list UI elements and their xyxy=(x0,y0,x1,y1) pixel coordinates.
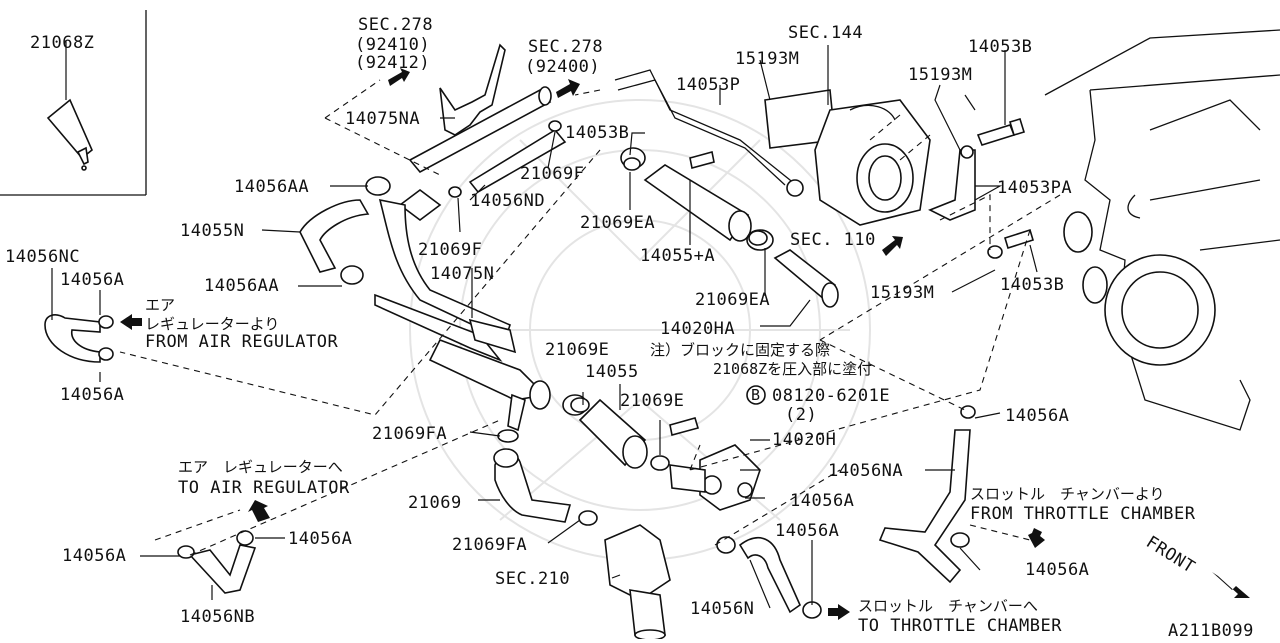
bolt-marker-circle xyxy=(746,385,766,405)
to-air-en: TO AIR REGULATOR xyxy=(178,478,350,498)
pipe-14053P xyxy=(614,69,804,197)
engine-block xyxy=(1044,29,1280,431)
arrow-to-throttle xyxy=(828,604,850,620)
from-throttle-jp: スロットル チャンバーより xyxy=(970,485,1165,503)
label-21069FA-1: 21069FA xyxy=(372,424,447,444)
label-14075N: 14075N xyxy=(430,264,494,284)
label-14056A-8: 14056A xyxy=(288,529,352,549)
arrows xyxy=(120,68,1250,620)
label-14020H: 14020H xyxy=(772,430,836,450)
label-14056A-1: 14056A xyxy=(60,270,124,290)
label-14056NA: 14056NA xyxy=(828,461,903,481)
label-bolt-code: 08120-6201E xyxy=(772,386,890,406)
front-label: FRONT xyxy=(1142,532,1198,577)
label-sec278-a-sub2: (92412) xyxy=(355,53,430,73)
label-14056N: 14056N xyxy=(690,599,754,619)
hose-14055N xyxy=(299,176,391,285)
label-14056NB: 14056NB xyxy=(180,607,255,627)
label-14053PA: 14053PA xyxy=(997,178,1072,198)
throttle-body xyxy=(764,89,931,226)
pipe-14075N xyxy=(374,189,551,432)
label-21068Z: 21068Z xyxy=(30,33,94,53)
label-sec278-a-sub1: (92410) xyxy=(355,35,430,55)
block-note-1: 注）ブロックに固定する際 xyxy=(650,341,830,359)
label-21069E-2: 21069E xyxy=(620,391,684,411)
arrow-sec278b xyxy=(556,79,580,98)
from-air-jp-1: エア xyxy=(145,296,175,314)
arrow-sec278a xyxy=(388,68,410,86)
label-15193M-3: 15193M xyxy=(870,283,934,303)
label-15193M-2: 15193M xyxy=(908,65,972,85)
label-sec278-b-sub: (92400) xyxy=(525,57,600,77)
leader-lines xyxy=(51,40,1038,609)
label-14056AA-1: 14056AA xyxy=(234,177,309,197)
from-air-en: FROM AIR REGULATOR xyxy=(145,332,338,352)
label-14056NC: 14056NC xyxy=(5,247,80,267)
reference-lines xyxy=(119,79,1061,556)
hose-14056NA xyxy=(878,405,976,584)
label-sec278-a: SEC.278 xyxy=(358,15,433,35)
label-14053B-3: 14053B xyxy=(1000,275,1064,295)
bolts-14053B xyxy=(669,118,1034,436)
to-throttle-jp: スロットル チャンバーへ xyxy=(858,597,1038,615)
bolt-marker: B xyxy=(751,386,760,404)
label-14055A: 14055+A xyxy=(640,246,715,266)
housing-14020H xyxy=(669,444,761,511)
block-note-2: 21068Zを圧入部に塗付 xyxy=(713,360,872,378)
arrow-front xyxy=(1212,572,1250,598)
label-14020HA: 14020HA xyxy=(660,319,735,339)
label-14056AA-2: 14056AA xyxy=(204,276,279,296)
arrow-from-air xyxy=(120,314,142,330)
label-sec110: SEC. 110 xyxy=(790,230,876,250)
arrow-to-air xyxy=(248,500,270,522)
label-14056A-5: 14056A xyxy=(1005,406,1069,426)
part-labels: 21068Z 14056NC 14056A 14056A 14055N 1405… xyxy=(5,23,1089,627)
label-14075NA: 14075NA xyxy=(345,109,420,129)
label-21069F-2: 21069F xyxy=(520,164,584,184)
label-21069EA-1: 21069EA xyxy=(580,213,655,233)
direction-notes: エア レギュレーターより FROM AIR REGULATOR エア レギュレー… xyxy=(145,296,1254,641)
from-throttle-en: FROM THROTTLE CHAMBER xyxy=(970,504,1196,524)
label-14056ND: 14056ND xyxy=(470,191,545,211)
label-sec278-b: SEC.278 xyxy=(528,37,603,57)
hose-14056NB xyxy=(177,530,257,594)
label-21069FA-2: 21069FA xyxy=(452,535,527,555)
arrow-sec110 xyxy=(882,236,903,256)
section-labels: SEC.278 (92410) (92412) SEC.278 (92400) xyxy=(355,15,603,77)
label-14055: 14055 xyxy=(585,362,639,382)
water-pump xyxy=(604,524,671,641)
label-21069: 21069 xyxy=(408,493,462,513)
label-14056A-7: 14056A xyxy=(62,546,126,566)
bracket-14053PA xyxy=(928,145,976,221)
label-14056A-3: 14056A xyxy=(790,491,854,511)
clamps xyxy=(448,120,1003,526)
hose-14056N xyxy=(716,536,822,619)
hose-14056NC xyxy=(44,314,114,363)
label-sec210: SEC.210 xyxy=(495,569,570,589)
to-throttle-en: TO THROTTLE CHAMBER xyxy=(858,616,1062,636)
diagram-id: A211B099 xyxy=(1168,621,1254,639)
inset-box xyxy=(0,10,147,196)
hose-21069 xyxy=(493,448,572,523)
label-14056A-2: 14056A xyxy=(60,385,124,405)
label-14053B-2: 14053B xyxy=(968,37,1032,57)
label-21069E-1: 21069E xyxy=(545,340,609,360)
pipe-14075NA xyxy=(408,43,567,194)
label-sec144: SEC.144 xyxy=(788,23,863,43)
label-14055N: 14055N xyxy=(180,221,244,241)
label-14056A-4: 14056A xyxy=(775,521,839,541)
label-15193M-1: 15193M xyxy=(735,49,799,69)
label-14056A-6: 14056A xyxy=(1025,560,1089,580)
label-14053P: 14053P xyxy=(676,75,740,95)
arrow-from-throttle xyxy=(1028,528,1045,548)
sealant-tube-icon xyxy=(46,98,93,160)
label-14053B-1: 14053B xyxy=(565,123,629,143)
label-bolt-qty: (2) xyxy=(785,405,817,425)
from-air-jp-2: レギュレーターより xyxy=(145,315,279,333)
label-21069EA-2: 21069EA xyxy=(695,290,770,310)
to-air-jp: エア レギュレーターへ xyxy=(178,458,343,476)
label-21069F-1: 21069F xyxy=(418,240,482,260)
